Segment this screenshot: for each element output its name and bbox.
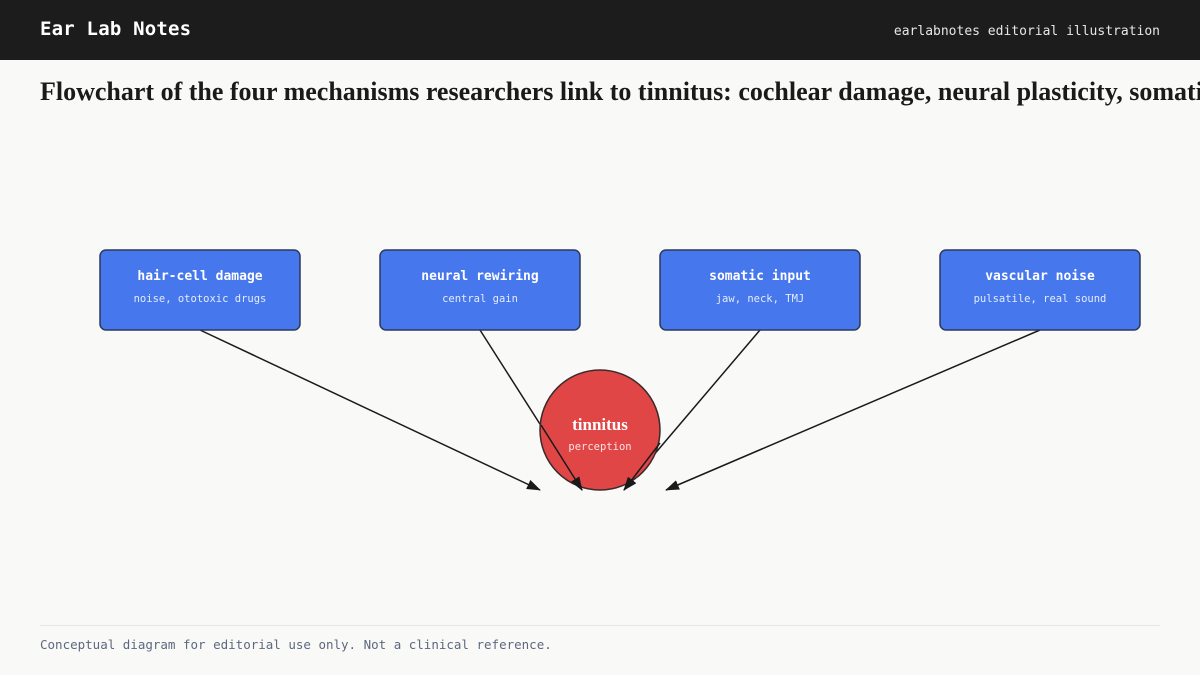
header-tagline: earlabnotes editorial illustration — [893, 24, 1160, 39]
cause-node-vascular-noise: vascular noise pulsatile, real sound — [939, 249, 1141, 331]
brand-logo-text[interactable]: Ear Lab Notes — [40, 18, 192, 40]
arrow-somatic-overlay-visible — [623, 442, 661, 491]
cause-title: neural rewiring — [421, 269, 538, 284]
cause-title: somatic input — [709, 269, 811, 284]
cause-subtitle: pulsatile, real sound — [974, 293, 1107, 305]
arrow-neural-overlay-visible — [540, 424, 583, 491]
outcome-node-tinnitus: tinnitus perception — [539, 369, 661, 491]
outcome-title: tinnitus — [572, 415, 628, 434]
cause-subtitle: noise, ototoxic drugs — [134, 293, 267, 305]
page-title: Flowchart of the four mechanisms researc… — [40, 77, 1200, 106]
arrow-hair-cell-to-tinnitus — [199, 329, 541, 491]
footer-divider — [40, 625, 1160, 626]
cause-title: hair-cell damage — [137, 269, 262, 284]
cause-node-hair-cell-damage: hair-cell damage noise, ototoxic drugs — [99, 249, 301, 331]
top-bar: Ear Lab Notes earlabnotes editorial illu… — [0, 0, 1200, 60]
cause-subtitle: central gain — [442, 293, 518, 305]
cause-node-neural-rewiring: neural rewiring central gain — [379, 249, 581, 331]
arrow-vascular-to-tinnitus — [665, 329, 1041, 491]
cause-title: vascular noise — [985, 269, 1095, 284]
cause-node-somatic-input: somatic input jaw, neck, TMJ — [659, 249, 861, 331]
cause-subtitle: jaw, neck, TMJ — [716, 293, 805, 305]
footer-disclaimer: Conceptual diagram for editorial use onl… — [40, 637, 552, 652]
outcome-subtitle: perception — [568, 441, 631, 453]
